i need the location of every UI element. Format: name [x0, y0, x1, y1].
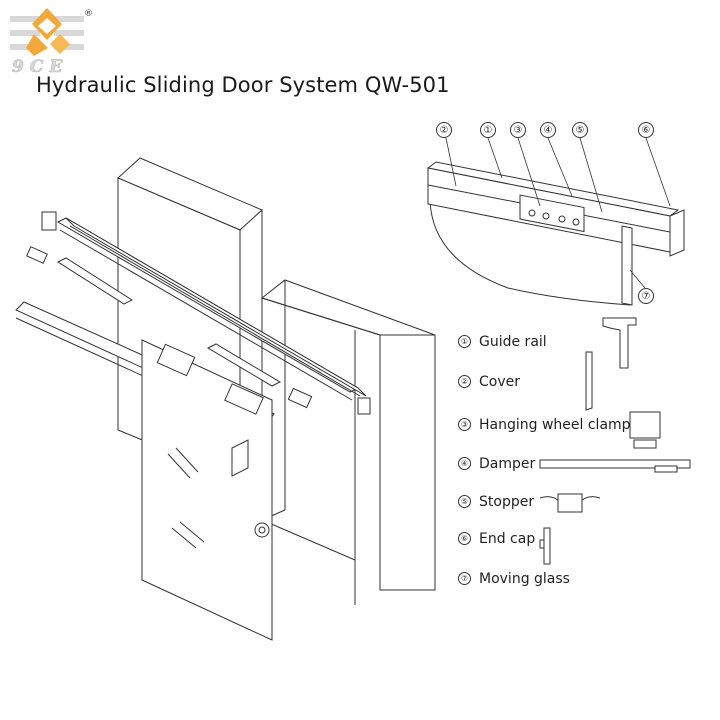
damper-icon [539, 459, 691, 473]
logo-mark [10, 8, 84, 56]
legend-number: ① [458, 335, 471, 349]
legend-number: ⑤ [458, 495, 471, 509]
legend-label: Damper [479, 455, 536, 472]
legend-label: Guide rail [479, 333, 547, 350]
logo-text: 9CE [12, 57, 68, 76]
callout-leaders [445, 137, 671, 289]
legend-item-hanging-wheel-clamp: ③ Hanging wheel clamp [458, 416, 631, 436]
detail-callout-5: ⑤ [572, 122, 588, 138]
legend-label: Cover [479, 373, 520, 390]
legend-label: Hanging wheel clamp [479, 416, 631, 433]
legend-number: ⑥ [458, 532, 471, 546]
legend-number: ⑦ [458, 572, 471, 586]
page-title: Hydraulic Sliding Door System QW-501 [36, 73, 450, 97]
parts-legend: ① Guide rail ② Cover ③ Hanging wheel clamp… [458, 0, 720, 720]
legend-label: Moving glass [479, 570, 570, 587]
registered-mark: ® [84, 9, 93, 19]
legend-item-damper: ④ Damper [458, 455, 535, 475]
guide-rail-icon [602, 317, 637, 369]
legend-item-end-cap: ⑥ End cap [458, 530, 535, 550]
detail-callout-7: ⑦ [638, 288, 654, 304]
legend-number: ④ [458, 457, 471, 471]
legend-item-stopper: ⑤ Stopper [458, 493, 534, 513]
hanging-wheel-clamp-icon [629, 411, 661, 449]
exploded-door-diagram [15, 137, 691, 641]
detail-callout-4: ④ [540, 122, 556, 138]
detail-callout-6: ⑥ [638, 122, 654, 138]
legend-label: Stopper [479, 493, 535, 510]
legend-item-cover: ② Cover [458, 373, 520, 393]
legend-item-moving-glass: ⑦ Moving glass [458, 570, 570, 590]
guide-rail-assembly [56, 217, 367, 401]
brand-logo: ® 9CE [10, 8, 93, 76]
moving-glass-panel [15, 301, 275, 641]
detail-callout-3: ③ [510, 122, 526, 138]
end-cap-icon [539, 527, 551, 565]
legend-label: End cap [479, 530, 536, 547]
cover-icon [585, 351, 593, 411]
legend-number: ② [458, 375, 471, 389]
rail-detail-view [426, 161, 685, 306]
hanging-wheel-clamps [26, 211, 371, 415]
stopper-icon [539, 493, 601, 513]
legend-number: ③ [458, 418, 471, 432]
detail-callout-2: ② [436, 122, 452, 138]
legend-item-guide-rail: ① Guide rail [458, 333, 547, 353]
detail-callout-1: ① [480, 122, 496, 138]
